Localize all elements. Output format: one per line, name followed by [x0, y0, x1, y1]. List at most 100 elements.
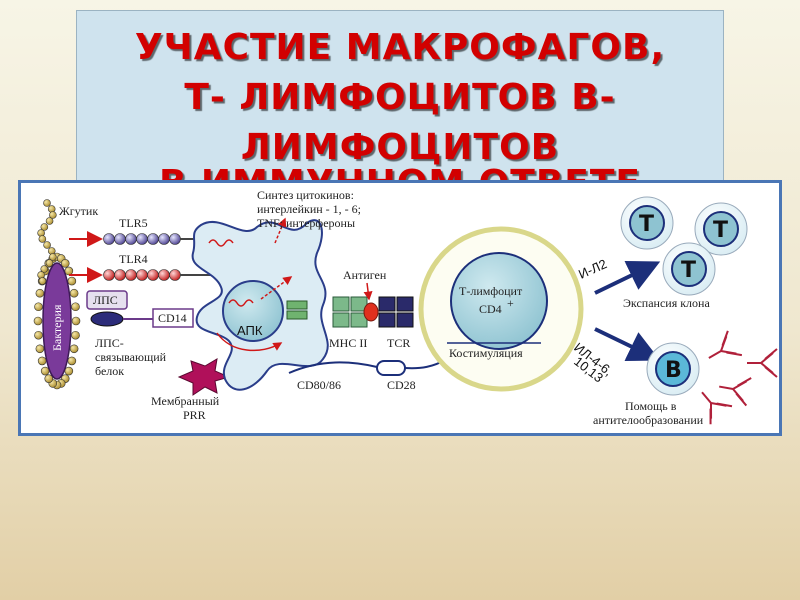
- bacterium-wall-bead: [64, 366, 74, 376]
- flagellum-bead: [49, 211, 57, 219]
- cd80-cd28-junction: [376, 360, 406, 376]
- bacterium-wall-bead: [67, 276, 77, 286]
- il2-arrow: [594, 261, 661, 295]
- tlr5-label: TLR5: [119, 216, 148, 230]
- b-cell-letter: B: [665, 358, 682, 383]
- t-lymphocyte-cd4-sup: +: [507, 296, 514, 310]
- antigen-shape: [363, 302, 379, 322]
- receptor-bead: [114, 269, 126, 281]
- receptor-bead: [158, 233, 170, 245]
- bacterium-wall-bead: [64, 266, 74, 276]
- apc-nucleus: [222, 280, 284, 342]
- bacterium-wall-bead: [44, 374, 54, 383]
- immune-diagram: Бактерия Жгутик TLR5 TLR4 ЛПС CD14 ЛПС- …: [33, 188, 778, 427]
- bacterium-label: Бактерия: [50, 304, 64, 351]
- title-line-4: В ИММУННОМ ОТВЕТЕ: [158, 163, 642, 185]
- membrane-prr-label-2: PRR: [183, 408, 206, 422]
- bacterium-wall-bead: [35, 344, 45, 354]
- bacterium-wall-bead: [60, 259, 70, 268]
- receptor-bead: [125, 233, 137, 245]
- lps-label: ЛПС: [93, 293, 118, 307]
- bacterium-wall-bead: [34, 330, 43, 340]
- title-line-3: ЛИМФОЦИТОВ: [240, 127, 560, 168]
- bacterium-wall-bead: [34, 302, 43, 312]
- t-clone-letter-2: T: [713, 218, 728, 243]
- t-clone-letter-1: T: [639, 212, 654, 237]
- lps-box: [86, 290, 128, 310]
- antibody-help-label-1: Помощь в: [625, 399, 677, 413]
- apc-internal-receptor-2: [286, 310, 308, 320]
- membrane-prr-label-1: Мембранный: [151, 394, 220, 408]
- flagellum-bead: [38, 235, 47, 243]
- t-lymphocyte-nucleus: [450, 252, 548, 350]
- apc-cytokine-arrow: [260, 276, 293, 300]
- antigen-label: Антиген: [343, 268, 387, 282]
- flagellum-bead: [43, 199, 51, 207]
- bacterium-wall-bead: [69, 344, 79, 354]
- receptor-bead: [147, 269, 159, 281]
- antibodies: [701, 330, 778, 425]
- receptor-bead: [169, 233, 181, 245]
- lps-binding-protein-shape: [90, 311, 124, 327]
- t-lymphocyte-cd4: CD4: [479, 302, 502, 316]
- lps-binding-label-1: ЛПС-: [95, 336, 124, 350]
- receptor-bead: [169, 269, 181, 281]
- tlr4-label: TLR4: [119, 252, 148, 266]
- tcr-label: TCR: [387, 336, 410, 350]
- antibody-help-label-2: антителообразовании: [593, 413, 704, 427]
- apc-internal-receptor: [286, 300, 308, 310]
- cytokine-label-3: TNF; интерфероны: [257, 216, 355, 230]
- title-box: УЧАСТИЕ МАКРОФАГОВ, Т- ЛИМФОЦИТОВ В- ЛИМ…: [76, 10, 724, 185]
- bacterium-wall-bead: [37, 356, 47, 366]
- apc-signal-wave-2: [208, 239, 234, 247]
- mhc2-label: MHC II: [329, 336, 367, 350]
- antibody-icon: [708, 330, 743, 359]
- flagellum: [37, 199, 57, 285]
- flagellum-bead: [40, 265, 49, 273]
- flagellum-bead: [45, 259, 54, 267]
- apc-label: АПК: [237, 323, 263, 338]
- bacterium-wall-bead: [33, 316, 43, 326]
- bacterium-body: [42, 262, 72, 380]
- antibody-icon: [701, 391, 733, 425]
- bacterium-wall-bead: [71, 302, 80, 312]
- bacterium-wall-bead: [69, 288, 79, 298]
- il2-label: И-Л2: [576, 256, 609, 282]
- diagram-panel: Бактерия Жгутик TLR5 TLR4 ЛПС CD14 ЛПС- …: [18, 180, 782, 436]
- membrane-prr-icon: [177, 358, 231, 396]
- costimulation-label: Костимуляция: [449, 346, 523, 360]
- title-line-2: Т- ЛИМФОЦИТОВ В-: [184, 77, 616, 118]
- antibody-icon: [719, 377, 752, 407]
- bacterium-wall-bead: [71, 316, 81, 326]
- cytokine-release-arrow: [274, 217, 287, 244]
- flagellum-bead: [43, 241, 51, 249]
- receptor-bead: [147, 233, 159, 245]
- receptor-bead: [136, 233, 148, 245]
- t-clone-cell-1: T: [620, 196, 674, 250]
- bacterium-wall-bead: [67, 356, 77, 366]
- tlr5-receptor: [103, 233, 217, 245]
- flagellum-bead: [49, 253, 57, 261]
- antigen-arrow: [363, 282, 373, 301]
- flagellum-bead: [38, 277, 47, 285]
- cytokine-label-1: Синтез цитокинов:: [257, 188, 354, 202]
- flagellum-bead: [45, 217, 54, 225]
- il4-arrow: [594, 327, 661, 361]
- bacterium-wall-bead: [35, 288, 45, 298]
- clone-expansion-label: Экспансия клона: [623, 296, 710, 310]
- flagellum-bead: [40, 223, 49, 231]
- receptor-bead: [158, 269, 170, 281]
- t-clone-letter-3: T: [681, 258, 696, 283]
- bacterium-wall-bead: [40, 366, 50, 376]
- apc-signal-wave: [228, 299, 254, 307]
- tlr4-receptor: [103, 269, 217, 281]
- bacterium-wall-bead: [71, 330, 80, 340]
- receptor-bead: [125, 269, 137, 281]
- t-clone-cell-2: T: [694, 202, 748, 256]
- title-line-1: УЧАСТИЕ МАКРОФАГОВ,: [134, 27, 666, 68]
- antibody-icon: [747, 348, 778, 378]
- receptor-bead: [103, 269, 115, 281]
- t-lymphocyte-label: Т-лимфоцит: [459, 284, 523, 298]
- receptor-bead: [136, 269, 148, 281]
- b-cell: B: [646, 342, 700, 396]
